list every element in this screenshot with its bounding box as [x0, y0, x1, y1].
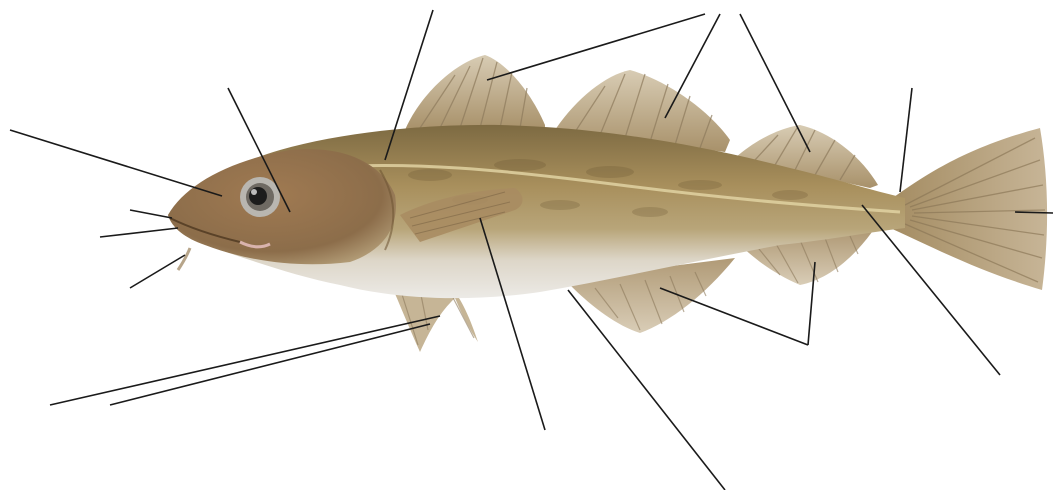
leader-line-first-anal-fin — [660, 288, 808, 345]
eye — [240, 177, 280, 217]
leader-line-barbel — [130, 255, 185, 288]
leader-line-first-dorsal-fin — [487, 14, 705, 80]
head — [168, 149, 396, 264]
leader-line-third-dorsal-fin — [740, 14, 810, 152]
leader-line-snout — [10, 130, 222, 196]
leader-line-upper-jaw — [130, 210, 172, 218]
leader-line-pelvic-fin-2 — [110, 324, 430, 405]
first-dorsal-fin — [405, 55, 545, 130]
leader-line-lower-jaw — [100, 228, 178, 237]
leader-line-second-dorsal-fin — [665, 14, 720, 118]
leader-line-caudal-peduncle — [900, 88, 912, 192]
caudal-fin — [890, 128, 1047, 290]
leader-line-caudal-fin — [1015, 212, 1053, 213]
leader-line-pelvic-fin-1 — [50, 316, 440, 405]
